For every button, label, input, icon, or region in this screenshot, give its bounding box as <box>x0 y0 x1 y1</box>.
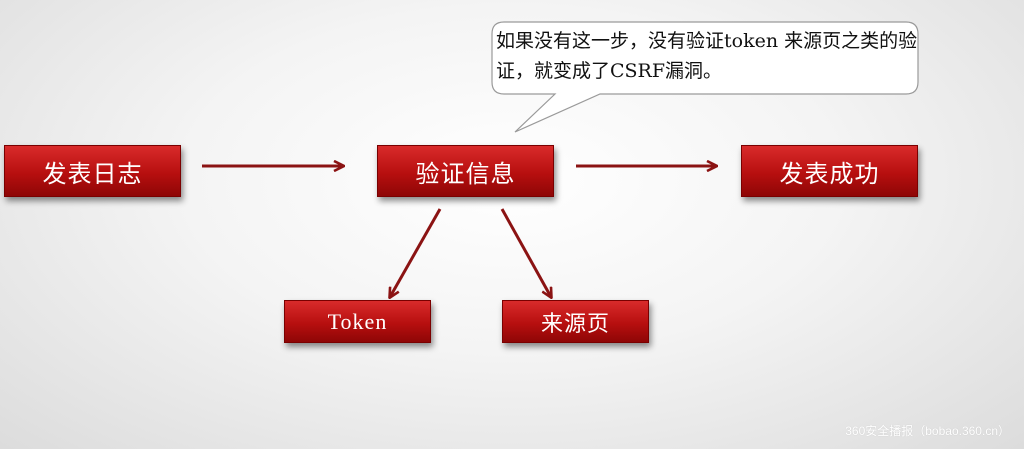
arrow-verify-to-referer <box>500 208 551 297</box>
arrow-verify-to-token <box>390 208 442 297</box>
node-referer: 来源页 <box>502 300 649 343</box>
node-verify-info: 验证信息 <box>377 145 554 197</box>
node-token: Token <box>284 300 431 343</box>
node-publish-success: 发表成功 <box>741 145 918 197</box>
callout-text: 如果没有这一步，没有验证token 来源页之类的验证，就变成了CSRF漏洞。 <box>496 30 918 82</box>
watermark: 360安全播报（bobao.360.cn） <box>845 424 1010 438</box>
node-publish-log: 发表日志 <box>4 145 181 197</box>
